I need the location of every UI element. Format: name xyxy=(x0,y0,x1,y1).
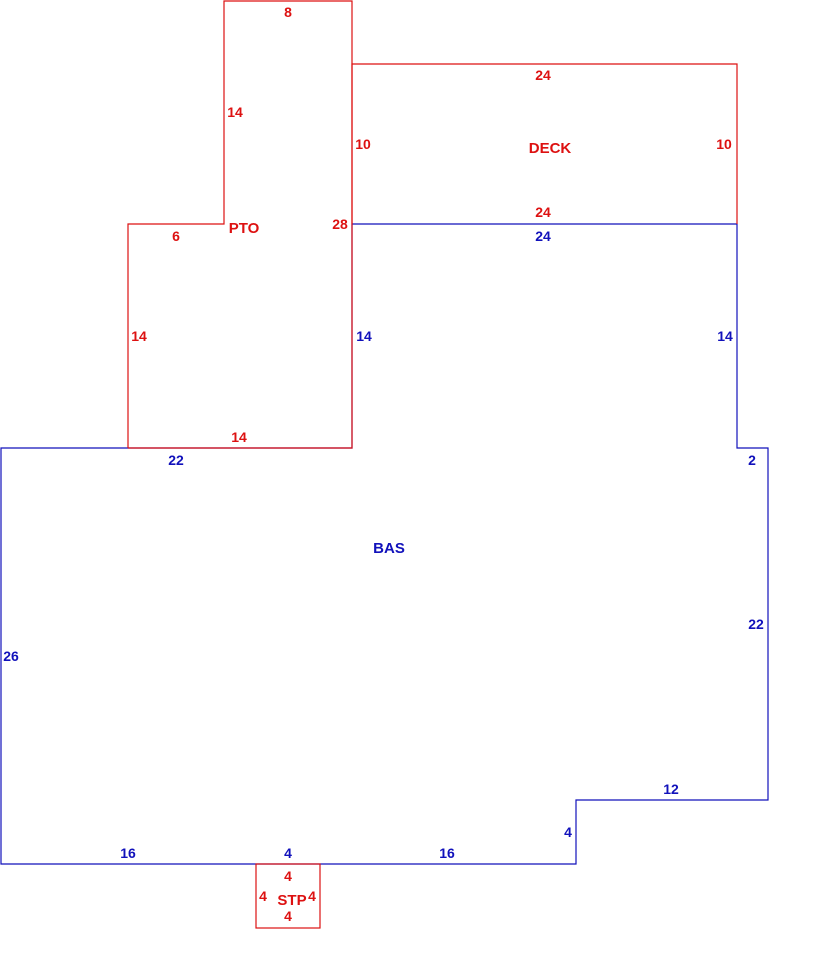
deck-dim-bottom: 24 xyxy=(535,204,551,220)
bas-outline xyxy=(0,223,769,865)
stp-dim-right: 4 xyxy=(308,888,316,904)
stp-dim-top: 4 xyxy=(284,868,292,884)
deck-dim-left: 10 xyxy=(355,136,371,152)
bas-dim-left: 26 xyxy=(3,648,19,664)
pto-dim-step-left: 6 xyxy=(172,228,180,244)
bas-dim-notch-side: 4 xyxy=(564,824,572,840)
bas-dim-right: 22 xyxy=(748,616,764,632)
bas-dim-right-upper: 14 xyxy=(717,328,733,344)
pto-dim-top: 8 xyxy=(284,4,292,20)
bas-dim-notch-top: 12 xyxy=(663,781,679,797)
bas-dim-step-right: 2 xyxy=(748,452,756,468)
pto-dim-right: 28 xyxy=(332,216,348,232)
bas-label: BAS xyxy=(373,540,405,557)
stp-label: STP xyxy=(277,892,306,909)
pto-dim-upper-left: 14 xyxy=(227,104,243,120)
bas-dim-bottom-right: 16 xyxy=(439,845,455,861)
bas-dim-bottom-middle: 4 xyxy=(284,845,292,861)
deck-dim-right: 10 xyxy=(716,136,732,152)
bas-dim-top-left-segment: 22 xyxy=(168,452,184,468)
deck-label: DECK xyxy=(529,140,572,157)
deck-outline xyxy=(351,63,738,224)
bas-dim-bottom-left: 16 xyxy=(120,845,136,861)
pto-outline xyxy=(127,0,353,449)
bas-dim-top-right-segment: 24 xyxy=(535,228,551,244)
deck-dim-top: 24 xyxy=(535,67,551,83)
bas-dim-left-upper: 14 xyxy=(356,328,372,344)
pto-label: PTO xyxy=(229,220,260,237)
stp-outline xyxy=(255,863,321,929)
stp-dim-bottom: 4 xyxy=(284,908,292,924)
pto-dim-bottom: 14 xyxy=(231,429,247,445)
pto-dim-lower-left: 14 xyxy=(131,328,147,344)
stp-dim-left: 4 xyxy=(259,888,267,904)
